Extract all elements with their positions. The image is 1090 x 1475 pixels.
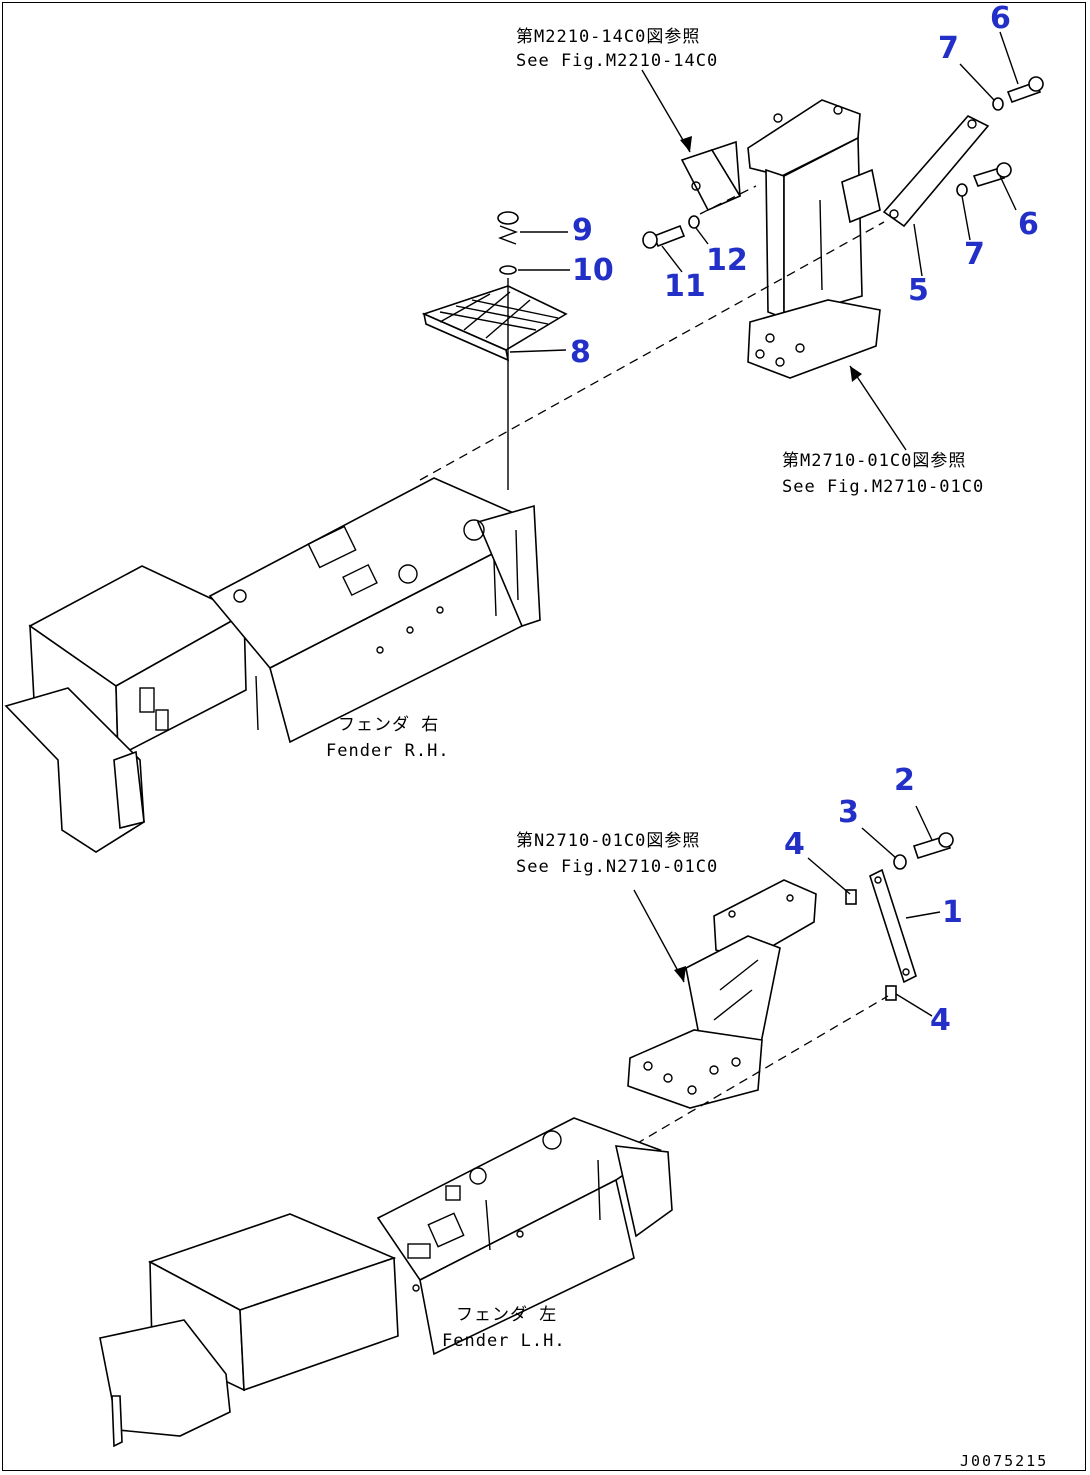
fender-rh-drawing (4, 477, 541, 853)
ref-m2710-en: See Fig.M2710-01C0 (782, 477, 984, 497)
ref-m2210-jp: 第M2210-14C0図参照 (516, 27, 700, 47)
link-plate-5 (882, 115, 990, 228)
upper-bracket-assembly (421, 76, 1044, 379)
part-callout-4-bottom: 4 (930, 1003, 951, 1038)
fender-rh-label-jp: フェンダ 右 (338, 715, 439, 735)
upper-column-bracket (747, 99, 881, 379)
fender-rh-label-en: Fender R.H. (326, 741, 450, 761)
bolt-2 (912, 832, 954, 859)
washer-12 (688, 215, 700, 229)
fender-lh-label-jp: フェンダ 左 (456, 1305, 557, 1325)
plate-1 (869, 868, 917, 984)
part-callout-3: 3 (838, 795, 859, 830)
washer-10 (499, 265, 517, 275)
washer-3 (893, 854, 907, 870)
ref-n2710-jp: 第N2710-01C0図参照 (516, 831, 700, 851)
callout-leaders (509, 31, 1019, 1017)
part-callout-5: 5 (908, 273, 929, 308)
bolts-6 (972, 76, 1044, 187)
upper-assembly-lines (419, 69, 907, 490)
ref-m2710-jp: 第M2710-01C0図参照 (782, 451, 966, 471)
part-callout-6-top: 6 (990, 1, 1011, 36)
ref-n2710-en: See Fig.N2710-01C0 (516, 857, 718, 877)
shims-4 (845, 889, 897, 1001)
part-callout-7-top: 7 (938, 31, 959, 66)
fender-lh-drawing (99, 1117, 673, 1448)
drawing-code: J0075215 (960, 1452, 1048, 1470)
part-callout-10: 10 (572, 253, 614, 288)
lower-bracket-assembly (627, 832, 954, 1109)
part-callout-1: 1 (942, 895, 963, 930)
part-callout-6-bottom: 6 (1018, 207, 1039, 242)
step-mount-bracket (680, 140, 742, 212)
fender-lh-label-en: Fender L.H. (442, 1331, 566, 1351)
bolt-11 (642, 224, 686, 249)
part-callout-9: 9 (572, 213, 593, 248)
part-callout-11: 11 (664, 269, 706, 304)
part-callout-12: 12 (706, 243, 748, 278)
part-callout-2: 2 (894, 763, 915, 798)
part-callout-8: 8 (570, 335, 591, 370)
part-callout-4-top: 4 (784, 827, 805, 862)
cap-9 (497, 211, 519, 245)
ref-m2210-en: See Fig.M2210-14C0 (516, 51, 718, 71)
part-callout-7-bottom: 7 (964, 237, 985, 272)
step-grating-8 (421, 285, 568, 362)
lower-assembly-lines (633, 889, 889, 1145)
lower-column-bracket (627, 879, 817, 1109)
